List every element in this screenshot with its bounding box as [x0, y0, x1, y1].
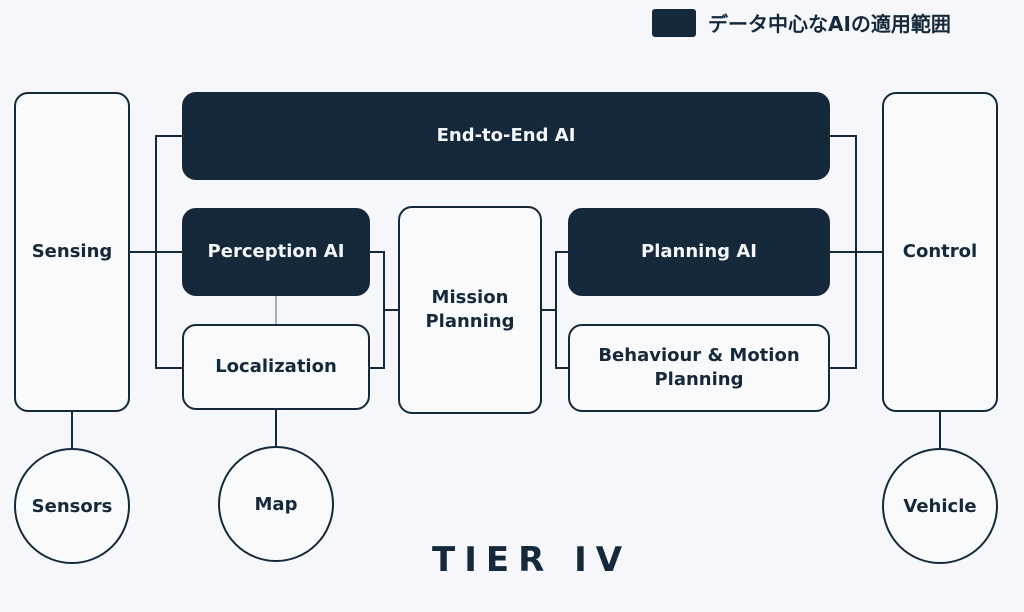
sensing-label: Sensing: [31, 240, 113, 262]
connector-left-bracket: [155, 135, 182, 369]
legend-label: データ中心なAIの適用範囲: [708, 12, 951, 36]
perception-ai-label: Perception AI: [207, 240, 345, 262]
map-label: Map: [254, 493, 298, 515]
mission-planning-label: Mission Planning: [425, 286, 515, 332]
control-label: Control: [902, 240, 978, 262]
vehicle-label: Vehicle: [903, 495, 977, 517]
vehicle-circle: Vehicle: [882, 448, 998, 564]
control-box: Control: [882, 92, 998, 412]
tier-iv-logo: TIER IV: [432, 540, 632, 580]
sensors-label: Sensors: [31, 495, 113, 517]
behaviour-motion-planning-label: Behaviour & Motion Planning: [598, 344, 800, 390]
planning-ai-label: Planning AI: [641, 240, 757, 262]
end-to-end-ai-box: End-to-End AI: [182, 92, 830, 180]
localization-label: Localization: [215, 355, 337, 377]
sensing-box: Sensing: [14, 92, 130, 412]
legend: データ中心なAIの適用範囲: [652, 8, 951, 37]
planning-ai-box: Planning AI: [568, 208, 830, 296]
sensors-circle: Sensors: [14, 448, 130, 564]
map-circle: Map: [218, 446, 334, 562]
connector-mid-left-bracket: [370, 251, 385, 369]
connector-mid-right-bracket: [555, 251, 568, 369]
perception-ai-box: Perception AI: [182, 208, 370, 296]
legend-swatch: [652, 8, 696, 37]
localization-box: Localization: [182, 324, 370, 410]
end-to-end-ai-label: End-to-End AI: [436, 124, 576, 146]
behaviour-motion-planning-box: Behaviour & Motion Planning: [568, 324, 830, 412]
mission-planning-box: Mission Planning: [398, 206, 542, 414]
